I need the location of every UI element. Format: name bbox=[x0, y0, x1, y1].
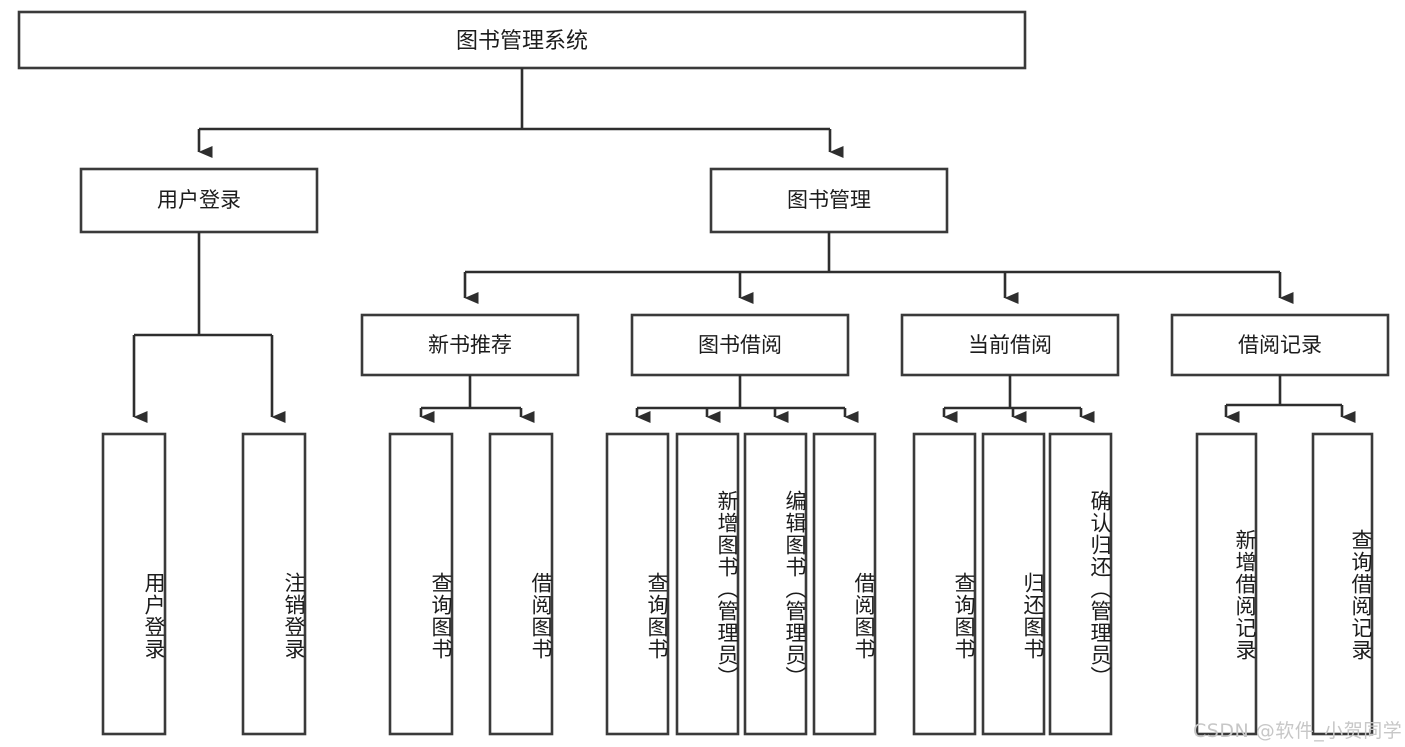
leaf-user-login-box[interactable] bbox=[101, 432, 167, 736]
connector-book-management-to-level3 bbox=[463, 232, 1294, 304]
csdn-watermark: CSDN @软件_小贺同学 bbox=[1193, 720, 1403, 742]
node-new-book-recommend-box bbox=[360, 313, 580, 377]
leaf-borrow-book-1-box[interactable] bbox=[488, 432, 554, 736]
node-current-borrow[interactable]: 当前借阅 bbox=[900, 313, 1120, 377]
node-current-borrow-label: 当前借阅 bbox=[968, 333, 1052, 357]
leaf-query-book-1-box[interactable] bbox=[388, 432, 454, 736]
leaf-borrow-book-2-box[interactable] bbox=[812, 432, 877, 736]
node-book-management[interactable]: 图书管理 bbox=[709, 167, 949, 234]
node-root-label: 图书管理系统 bbox=[456, 29, 588, 54]
node-borrow-record-label: 借阅记录 bbox=[1238, 333, 1322, 357]
leaf-edit-book-box[interactable] bbox=[743, 432, 808, 736]
leaf-query-book-2-box[interactable] bbox=[605, 432, 670, 736]
node-book-borrow-box bbox=[630, 313, 850, 377]
connector-borrow-record-to-leaves bbox=[1224, 375, 1356, 423]
connector-book-borrow-to-leaves bbox=[635, 375, 859, 423]
node-current-borrow-box bbox=[900, 313, 1120, 377]
leaf-query-book-3-box[interactable] bbox=[912, 432, 977, 736]
node-book-borrow[interactable]: 图书借阅 bbox=[630, 313, 850, 377]
connector-root-to-level2 bbox=[197, 68, 844, 158]
leaf-add-book-box[interactable] bbox=[675, 432, 740, 736]
node-book-management-box bbox=[709, 167, 949, 234]
connector-new-book-recommend-to-leaves bbox=[419, 375, 535, 423]
node-borrow-record-box bbox=[1170, 313, 1390, 377]
node-user-login[interactable]: 用户登录 bbox=[79, 167, 319, 234]
node-book-management-label: 图书管理 bbox=[787, 188, 871, 212]
node-root-system[interactable]: 图书管理系统 bbox=[17, 10, 1027, 70]
connector-user-login-to-leaves bbox=[132, 232, 286, 423]
leaf-query-record-box[interactable] bbox=[1311, 432, 1374, 736]
node-root-box bbox=[17, 10, 1027, 70]
leaf-confirm-return-box[interactable] bbox=[1048, 432, 1113, 736]
node-book-borrow-label: 图书借阅 bbox=[698, 333, 782, 357]
connector-current-borrow-to-leaves bbox=[942, 375, 1095, 423]
leaf-user-logout-box[interactable] bbox=[241, 432, 307, 736]
node-new-book-recommend[interactable]: 新书推荐 bbox=[360, 313, 580, 377]
leaf-boxes bbox=[101, 432, 1374, 736]
node-user-login-label: 用户登录 bbox=[157, 188, 241, 212]
node-borrow-record[interactable]: 借阅记录 bbox=[1170, 313, 1390, 377]
node-new-book-recommend-label: 新书推荐 bbox=[428, 333, 512, 357]
leaf-return-book-box[interactable] bbox=[981, 432, 1046, 736]
leaf-add-record-box[interactable] bbox=[1195, 432, 1258, 736]
